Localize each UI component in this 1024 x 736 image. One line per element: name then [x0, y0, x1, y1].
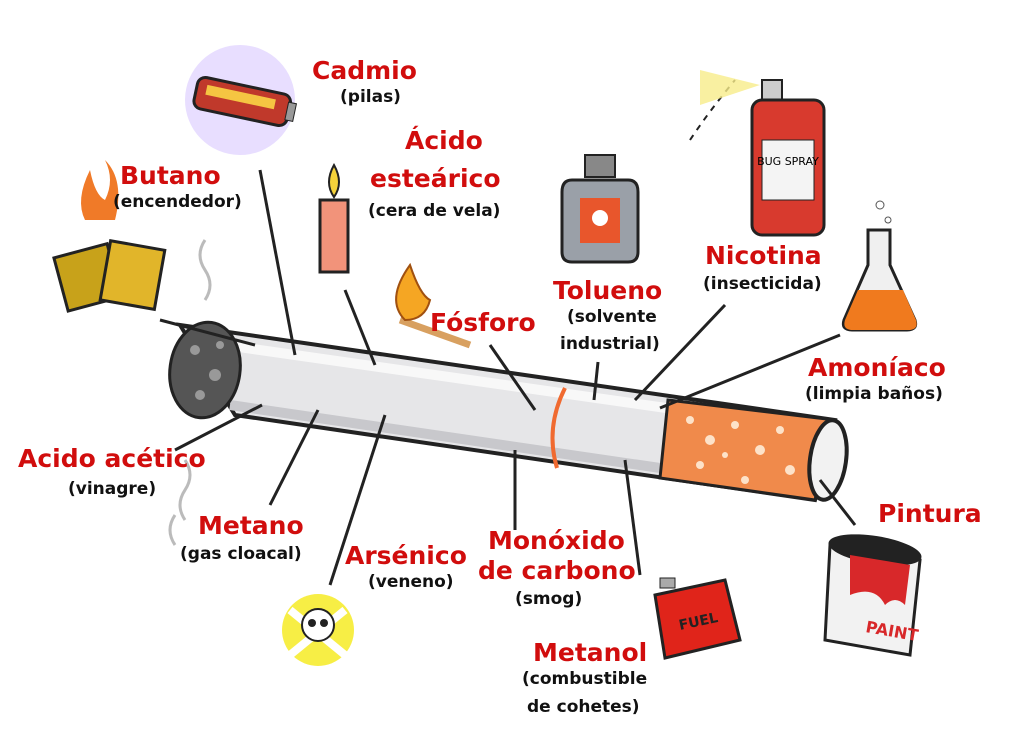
fuel-can-icon: FUEL	[653, 577, 742, 660]
spray-label: BUG SPRAY	[757, 155, 819, 168]
bug-spray-icon: BUG SPRAY	[689, 70, 826, 237]
label-fosforo: Fósforo	[430, 308, 536, 337]
label-monoxido-2: de carbono	[478, 556, 636, 585]
label-acido-acetico: Acido acético	[18, 444, 206, 473]
sub-butano: (encendedor)	[113, 192, 242, 212]
label-monoxido-1: Monóxido	[488, 526, 625, 555]
sub-acido-acetico: (vinagre)	[68, 479, 157, 499]
candle-icon	[318, 162, 350, 274]
label-nicotina: Nicotina	[705, 241, 822, 270]
label-metano: Metano	[198, 511, 304, 540]
cigarette	[168, 320, 849, 503]
filter	[658, 398, 837, 502]
sub-tolueno-1: (solvente	[567, 307, 657, 327]
sub-amoniaco: (limpia baños)	[805, 384, 943, 404]
sub-metano: (gas cloacal)	[180, 544, 302, 564]
label-acido-estearico-1: Ácido	[405, 126, 483, 155]
label-acido-estearico-2: esteárico	[370, 164, 501, 193]
label-pintura: Pintura	[878, 499, 982, 528]
label-amoniaco: Amoníaco	[808, 353, 946, 382]
sub-acido-estearico: (cera de vela)	[368, 201, 501, 221]
lighter-icon	[52, 160, 167, 313]
sub-arsenico: (veneno)	[368, 572, 454, 592]
sub-tolueno-2: industrial)	[560, 334, 660, 354]
label-tolueno: Tolueno	[553, 276, 663, 305]
filter-end	[807, 418, 849, 502]
label-metanol: Metanol	[533, 638, 648, 667]
smoke-icon	[168, 239, 212, 546]
leader-lines	[159, 169, 857, 586]
sub-cadmio: (pilas)	[340, 87, 401, 107]
sub-nicotina: (insecticida)	[703, 274, 822, 294]
sub-metanol-2: de cohetes)	[527, 697, 640, 717]
match-icon	[395, 262, 472, 349]
label-arsenico: Arsénico	[345, 541, 467, 570]
sub-monoxido: (smog)	[515, 589, 583, 609]
skull-crossbones-icon	[282, 594, 354, 666]
filter-ring	[550, 387, 567, 469]
label-butano: Butano	[120, 161, 221, 190]
label-cadmio: Cadmio	[312, 56, 417, 85]
toluene-bottle-icon	[560, 154, 640, 264]
sub-metanol-1: (combustible	[522, 669, 648, 689]
paint-can-icon: PAINT	[823, 534, 922, 657]
flask-icon	[841, 200, 918, 332]
battery-icon	[185, 45, 298, 155]
